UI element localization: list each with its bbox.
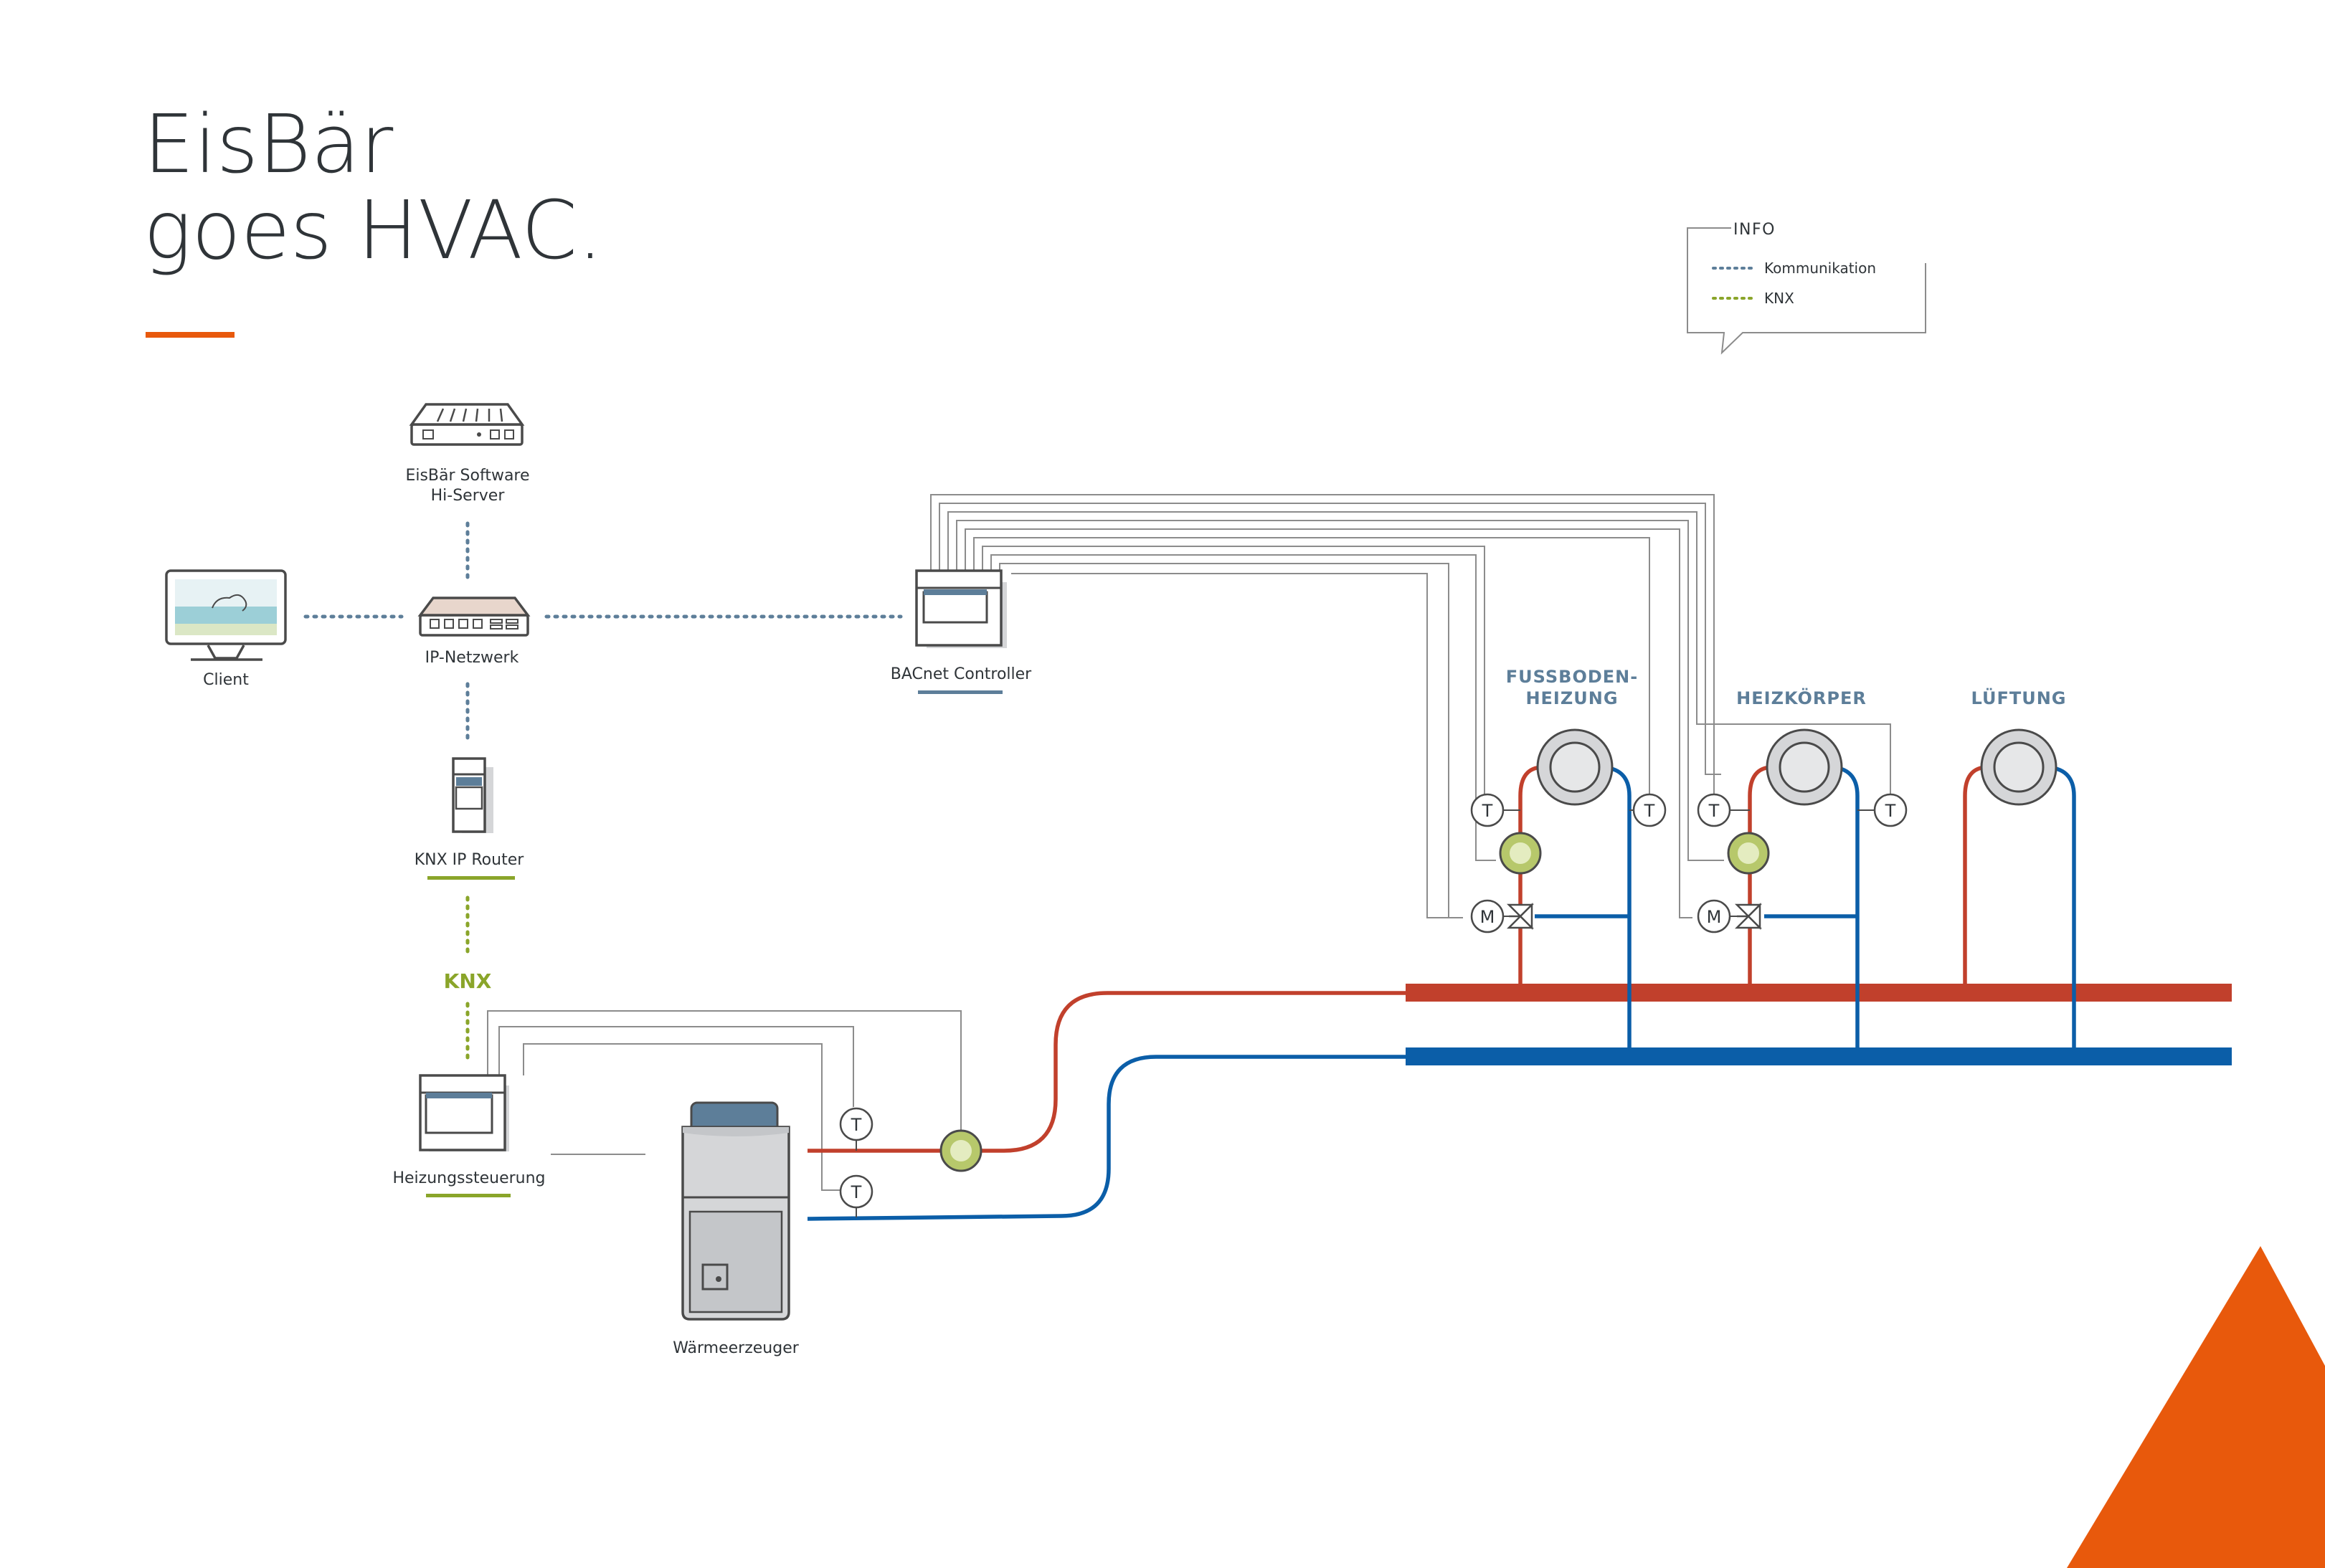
temp-symbol: T [1885,801,1896,821]
knx-ip-router-device [452,757,493,833]
temp-sensor-radiator-supply: T [1697,793,1750,827]
legend-label-communication: Kommunikation [1764,260,1876,277]
temp-sensor-generator-return: T [839,1174,873,1217]
temp-symbol: T [1482,801,1493,821]
title-line-2: goes HVAC. [143,184,603,277]
pump-floor-heating [1499,832,1542,875]
supply-manifold [1406,984,2232,1002]
title-accent-bar [146,332,235,338]
ventilation-title: LÜFTUNG [1971,687,2067,708]
pumps [939,832,1770,1172]
mixing-valves [1506,902,1763,931]
sensors: T T T T T T M [839,793,1908,1217]
return-manifold [1406,1047,2232,1065]
motor-radiator: M [1697,899,1737,933]
temp-sensor-floor-supply: T [1470,793,1520,827]
valve-floor-heating [1506,902,1535,931]
bacnet-underline [918,690,1003,694]
main-pipes [807,984,2232,1221]
ip-network-switch [417,597,531,637]
info-legend: INFO Kommunikation KNX [1687,221,1926,355]
circuit-ventilation [1963,728,2076,1047]
communication-links [303,521,903,743]
hi-server-device [409,403,525,446]
heat-generator-device [681,1101,790,1321]
corner-triangle [2067,1246,2325,1568]
circuit-radiator [1748,728,1860,1047]
info-title: INFO [1733,221,1776,239]
bacnet-label: BACnet Controller [891,665,1032,683]
title-line-1: EisBär [143,98,393,191]
knx-router-underline [427,876,515,880]
legend-label-knx: KNX [1764,290,1794,307]
heating-control-device [419,1074,509,1151]
motor-symbol: M [1480,907,1495,927]
heating-control-underline [426,1194,511,1197]
temp-symbol: T [1708,801,1720,821]
temp-sensor-floor-return: T [1629,793,1667,827]
radiator-title: HEIZKÖRPER [1736,687,1867,708]
ip-network-label: IP-Netzwerk [425,649,519,667]
client-label: Client [203,671,249,689]
pump-heat-generator [939,1129,982,1172]
knx-router-label: KNX IP Router [415,851,525,869]
motor-floor-heating: M [1470,899,1509,933]
heating-control-wiring [487,1010,962,1191]
client-monitor [165,569,287,661]
heating-control-label: Heizungssteuerung [392,1169,545,1187]
valve-radiator [1734,902,1763,931]
circuit-floor-heating [1518,728,1632,1047]
floor-heating-title-1: FUSSBODEN- [1506,667,1638,687]
temp-sensor-generator-supply: T [839,1107,873,1151]
temp-symbol: T [851,1182,862,1202]
pump-radiator [1727,832,1770,875]
bacnet-control-wiring [930,494,1891,918]
temp-sensor-radiator-return: T [1857,793,1908,827]
hi-server-label-1: EisBär Software [405,467,529,485]
motor-symbol: M [1707,907,1722,927]
floor-heating-title-2: HEIZUNG [1525,688,1618,708]
knx-bus-label: KNX [444,969,492,993]
temp-symbol: T [1644,801,1655,821]
bacnet-controller-device [915,569,1007,648]
hi-server-label-2: Hi-Server [431,487,506,505]
temp-symbol: T [851,1115,862,1135]
heat-generator-label: Wärmeerzeuger [673,1339,800,1357]
